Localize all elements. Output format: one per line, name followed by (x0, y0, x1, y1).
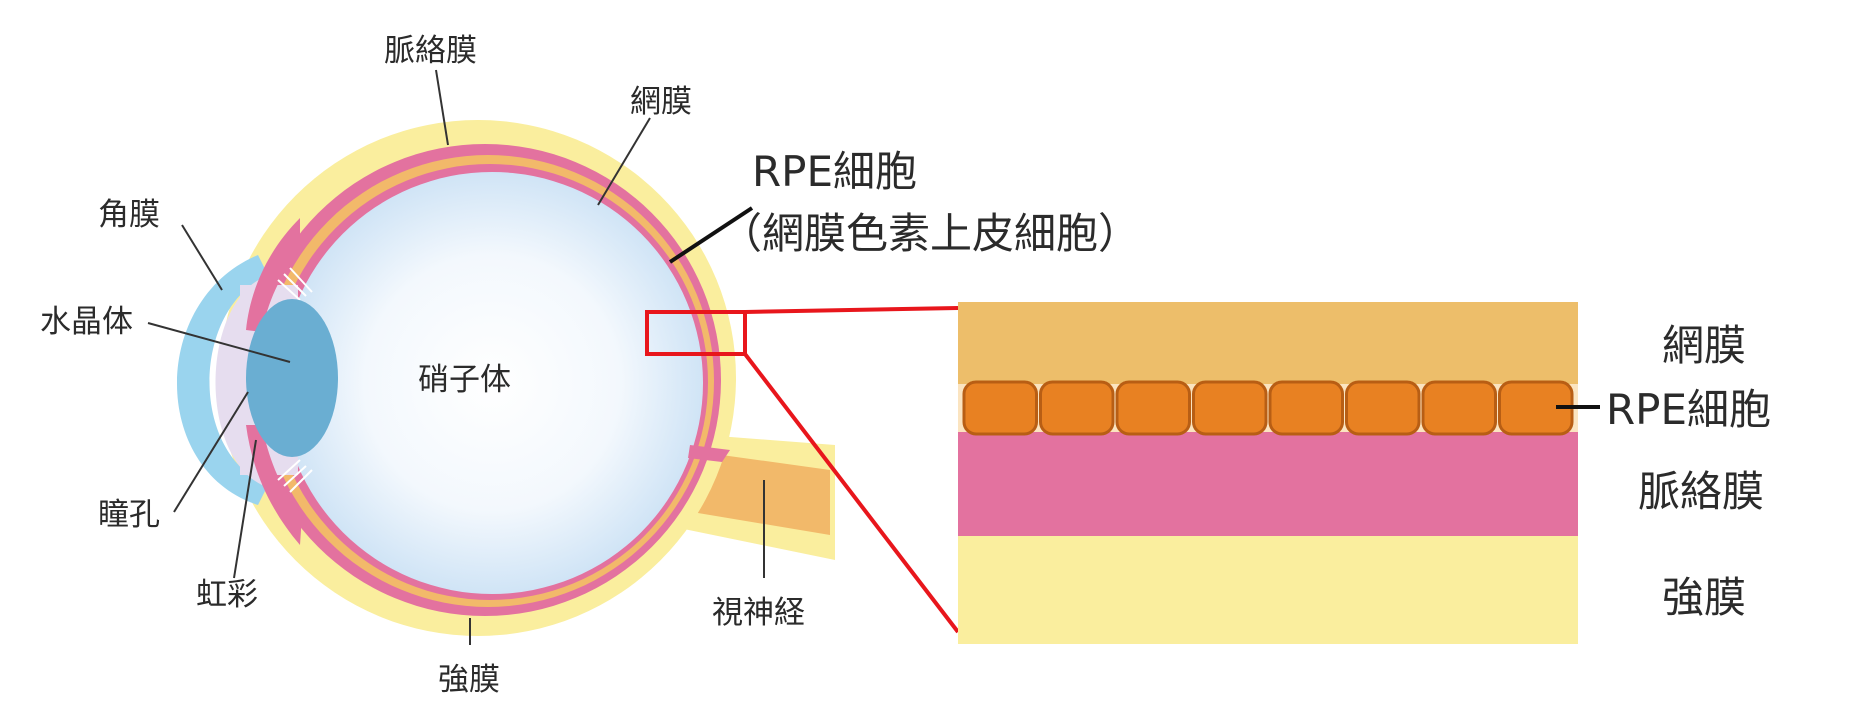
layer-label-sclera: 強膜 (1662, 573, 1746, 622)
label-cornea: 角膜 (98, 197, 160, 233)
layer-label-rpe: RPE細胞 (1606, 385, 1771, 434)
vitreous-body (281, 172, 703, 594)
lens (246, 299, 338, 457)
rpe-title-line2: （網膜色素上皮細胞） (720, 209, 1140, 258)
choroid-band (958, 432, 1578, 536)
label-pupil: 瞳孔 (98, 497, 160, 533)
label-choroid: 脈絡膜 (384, 33, 477, 69)
rpe-cell (1268, 380, 1344, 436)
layer-label-choroid: 脈絡膜 (1638, 467, 1764, 516)
label-optic-nerve: 視神経 (712, 595, 805, 631)
iris-lower (246, 425, 302, 545)
rpe-cell-row (962, 380, 1574, 436)
label-iris: 虹彩 (196, 577, 258, 613)
sclera-band (958, 536, 1578, 644)
layer-labels: 網膜 RPE細胞 脈絡膜 強膜 (1606, 321, 1771, 622)
label-sclera: 強膜 (438, 662, 500, 698)
leader-lines (147, 69, 1600, 645)
eye-labels: 脈絡膜 網膜 角膜 水晶体 硝子体 瞳孔 虹彩 強膜 視神経 (40, 33, 805, 698)
label-vitreous: 硝子体 (418, 362, 511, 398)
label-lens: 水晶体 (40, 304, 133, 340)
rpe-cell (962, 380, 1038, 436)
layer-label-retina: 網膜 (1662, 321, 1746, 370)
label-retina: 網膜 (630, 84, 692, 120)
rpe-cell (1345, 380, 1421, 436)
retina-band (958, 302, 1578, 384)
rpe-cell (1192, 380, 1268, 436)
zoom-connectors (743, 306, 960, 634)
cornea (177, 255, 268, 505)
rpe-cell (1039, 380, 1115, 436)
rpe-title: RPE細胞 （網膜色素上皮細胞） (720, 147, 1140, 258)
rpe-cell (1115, 380, 1191, 436)
eye-cross-section (177, 120, 835, 636)
iris-upper (246, 218, 300, 332)
zonule-fibers (277, 267, 313, 493)
rpe-cell (1421, 380, 1497, 436)
zoom-marker (645, 310, 747, 356)
layer-cross-section (958, 302, 1578, 644)
rpe-title-line1: RPE細胞 (752, 147, 917, 196)
